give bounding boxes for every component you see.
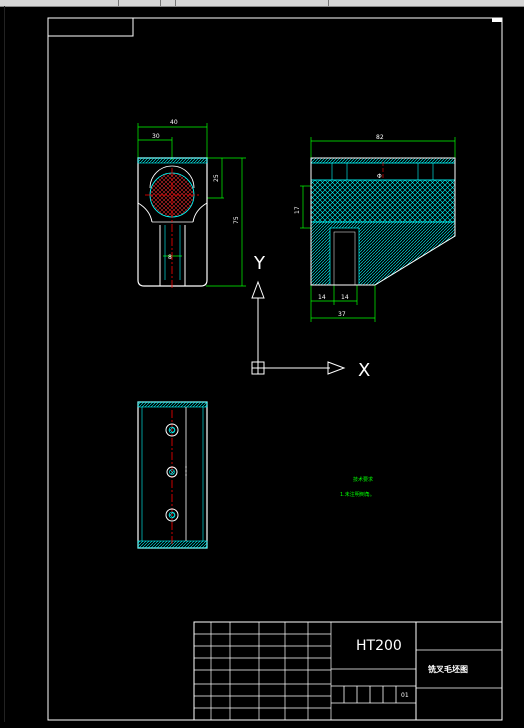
toolbar-separator [175, 0, 176, 6]
dim-w2: 14 [341, 294, 349, 301]
hole-symbol: Φ [377, 173, 382, 180]
sheet-number: 01 [401, 692, 409, 699]
ucs-icon: Y X [251, 253, 370, 381]
dim-width: 40 [170, 119, 178, 126]
top-view [137, 401, 208, 549]
note-title: 技术要求 [353, 476, 373, 483]
front-view: 40 30 25 75 8 [137, 119, 246, 290]
toolbar-separator [160, 0, 161, 6]
part-name: 铣叉毛坯图 [428, 664, 468, 674]
dim-top: 25 [213, 174, 220, 182]
left-ruler [4, 6, 5, 722]
technical-notes: 技术要求 1.未注明倒角。 [340, 476, 375, 498]
material-label: HT200 [356, 638, 402, 654]
toolbar-separator [118, 0, 119, 6]
dim-height: 75 [233, 216, 240, 224]
dim-side-width: 82 [376, 134, 384, 141]
dim-w1: 14 [318, 294, 326, 301]
y-axis-label: Y [253, 253, 266, 274]
toolbar-separator [328, 0, 329, 6]
side-view: 82 17 14 14 37 Φ [294, 134, 456, 322]
x-axis-label: X [358, 360, 370, 381]
dim-tab: 17 [294, 206, 301, 214]
note-line: 1.未注明倒角。 [340, 491, 375, 498]
dim-half: 30 [152, 133, 160, 140]
drawing-number-box [47, 17, 134, 37]
dim-slot: 8 [168, 254, 172, 261]
app-toolbar-strip [0, 0, 524, 7]
drawing-border [47, 17, 503, 721]
corner-mark [492, 18, 502, 22]
title-block: HT200 铣叉毛坯图 01 [193, 621, 503, 721]
dim-bottom: 37 [338, 311, 346, 318]
